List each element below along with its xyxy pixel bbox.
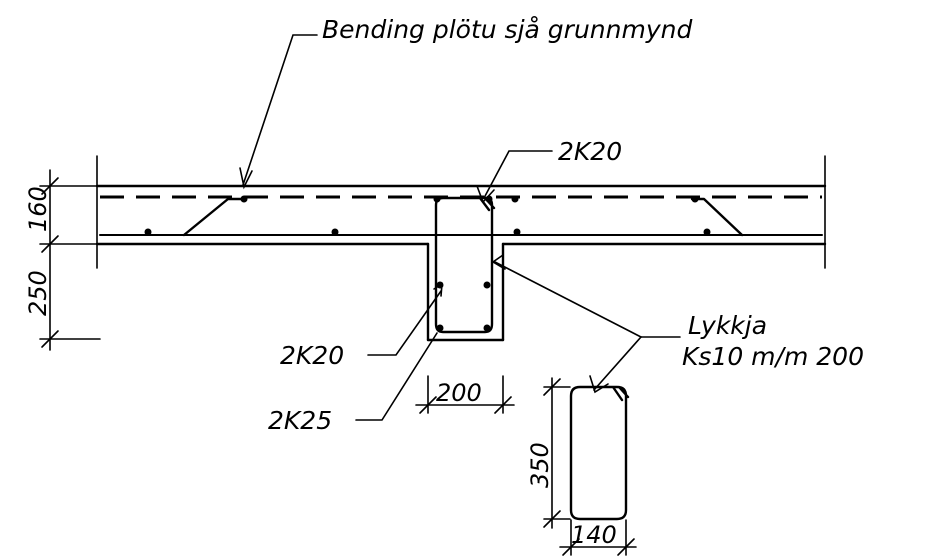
stirrup-height-dimension: 350	[526, 442, 554, 488]
beam-web-outline	[426, 242, 505, 342]
rebar-dot	[691, 195, 699, 203]
stirrup-height-dimension-lines	[543, 377, 571, 529]
rebar-dot	[703, 228, 711, 236]
stirrup-width-dimension: 140	[571, 521, 617, 549]
rebar-dot	[240, 195, 248, 203]
beam-depth-dimension: 250	[24, 270, 52, 316]
stirrup-detail	[569, 385, 630, 521]
rebar-dot	[511, 195, 519, 203]
vertical-dimension-left	[39, 169, 101, 351]
rebar-dot	[483, 324, 491, 332]
leader-lines	[239, 34, 681, 421]
top-bars-label: 2K20	[558, 137, 622, 166]
slab-reinforcement-label: Bending plötu sjå grunnmynd	[322, 15, 692, 44]
side-bars-label: 2K20	[280, 341, 344, 370]
rebar-dot	[483, 281, 491, 289]
rebar-dot	[513, 228, 521, 236]
rebar-dot	[436, 324, 444, 332]
stirrup-title-label: Lykkja	[688, 311, 767, 340]
stirrup-spec-label: Ks10 m/m 200	[682, 342, 864, 371]
bottom-bars-label: 2K25	[268, 406, 332, 435]
beam-stirrup	[434, 196, 496, 334]
rebar-dot	[144, 228, 152, 236]
stirrup-width-dimension-lines	[559, 519, 637, 556]
rebar-dot	[331, 228, 339, 236]
slab-bottom-reinforcement	[99, 197, 823, 237]
beam-width-dimension-lines	[415, 375, 515, 414]
slab-thickness-dimension: 160	[24, 186, 52, 232]
slab-outline	[95, 155, 827, 269]
beam-width-dimension: 200	[436, 379, 482, 407]
rebar-dot	[433, 195, 441, 203]
